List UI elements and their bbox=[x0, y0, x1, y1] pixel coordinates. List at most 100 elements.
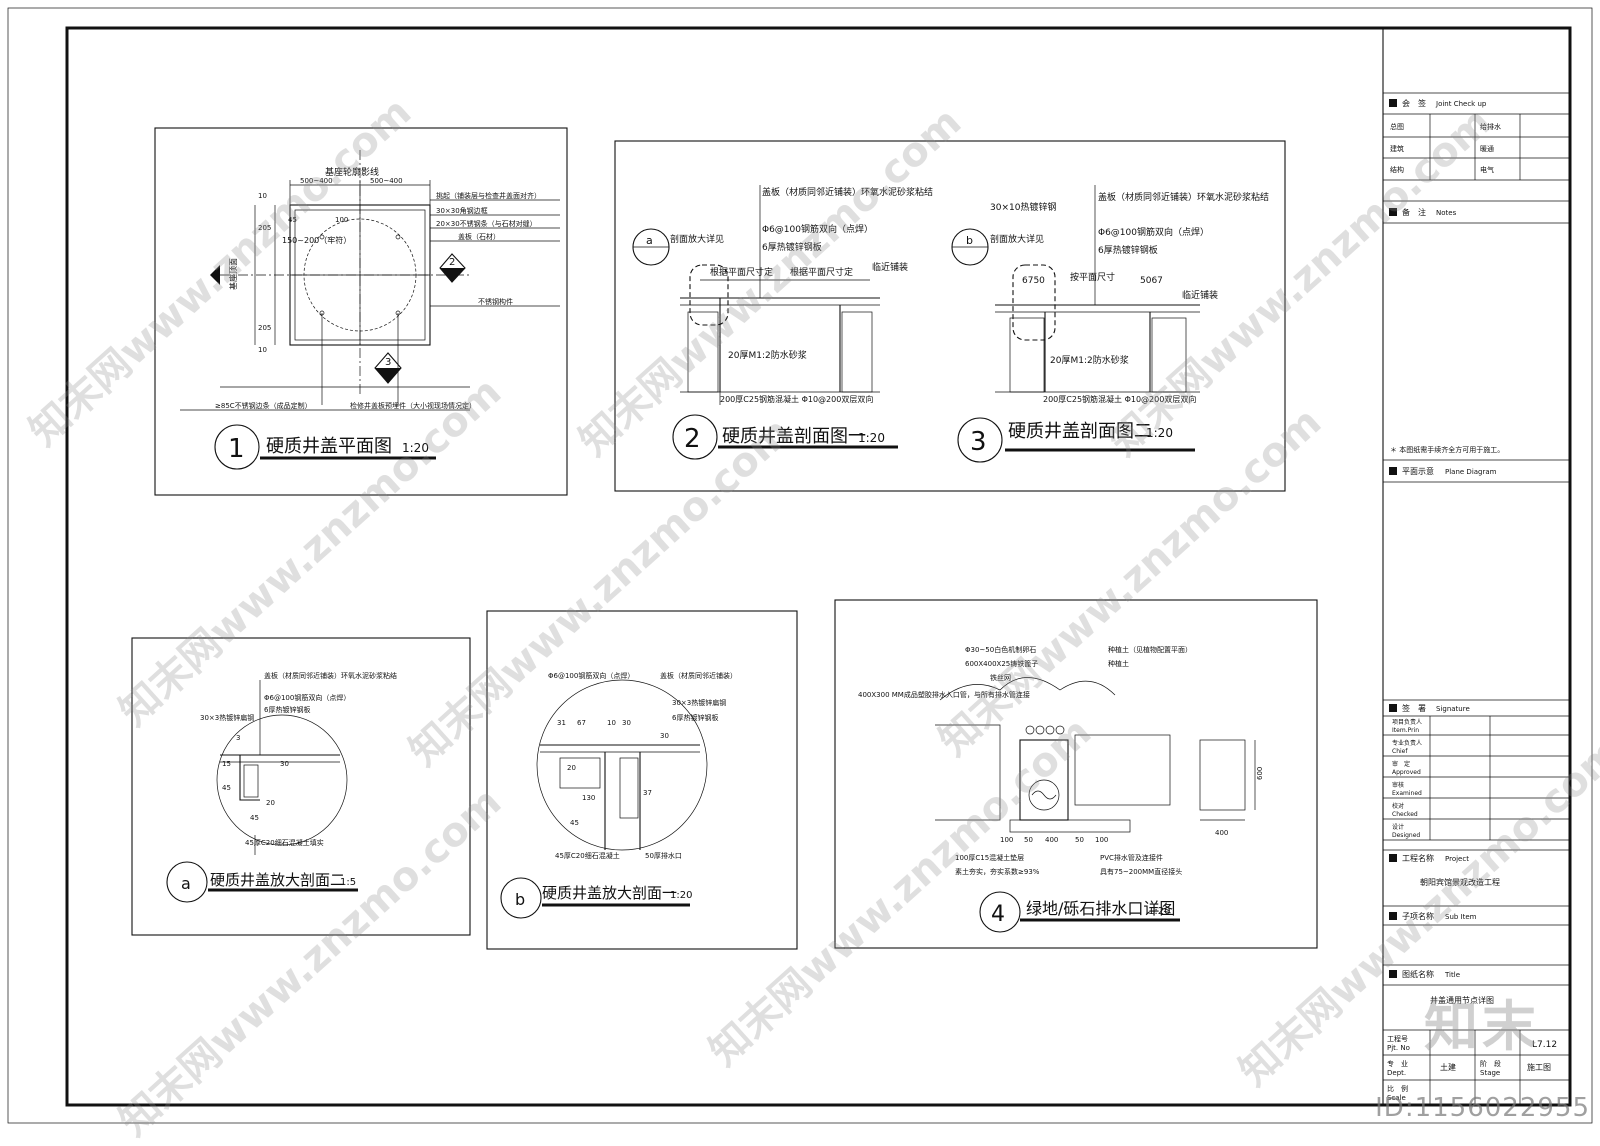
db-dim: 67 bbox=[577, 719, 586, 727]
d1-marker-2: 2 bbox=[449, 257, 455, 268]
project-en: Project bbox=[1445, 855, 1469, 863]
titleblock-grid bbox=[1383, 92, 1570, 1105]
d2-label: Φ6@100钢筋双向（点焊） bbox=[762, 223, 873, 235]
brand-logo: 知末 bbox=[1424, 995, 1540, 1058]
d3-label: 20厚M1:2防水砂浆 bbox=[1050, 354, 1129, 366]
joint-row-cell: 给排水 bbox=[1480, 122, 1501, 131]
db-dim: 130 bbox=[582, 794, 595, 802]
sign-role-en: Approved bbox=[1392, 769, 1421, 776]
db-dim: 30 bbox=[622, 719, 631, 727]
d4-dim: 100 bbox=[1000, 836, 1013, 844]
d4-label: 400X300 MM成品塑胶排水入口管，与所有排水管连接 bbox=[858, 690, 1030, 699]
signature-en: Signature bbox=[1436, 705, 1470, 713]
inner-border bbox=[65, 26, 1572, 1107]
da-dim: 45 bbox=[222, 784, 231, 792]
d4-dim: 50 bbox=[1075, 836, 1084, 844]
d4-label: 具有75~200MM直径接头 bbox=[1100, 867, 1182, 876]
d4-label: 种植土 bbox=[1108, 659, 1129, 668]
d4-label: Φ30~50白色机制卵石 bbox=[965, 645, 1036, 654]
drawing-name: 井盖通用节点详图 bbox=[1430, 995, 1494, 1005]
d1-label: 检修井盖板预埋件（大小视现场情况定） bbox=[350, 401, 476, 410]
d1-dim: 10 bbox=[258, 192, 267, 200]
sign-role-cn: 专业负责人 bbox=[1392, 739, 1422, 747]
joint-row-cell: 结构 bbox=[1390, 165, 1404, 174]
d4-label: 素土夯实，夯实系数≥93% bbox=[955, 867, 1040, 876]
da-title: 硬质井盖放大剖面二 bbox=[210, 871, 345, 889]
sign-role-cn: 项目负责人 bbox=[1392, 718, 1422, 726]
drawing-3-section bbox=[951, 185, 1200, 463]
db-label: 30×3热镀锌扁钢 bbox=[672, 698, 726, 707]
project-no-en: Pjt. No bbox=[1387, 1044, 1410, 1052]
da-label: 盖板（材质同邻近铺装）环氧水泥砂浆粘结 bbox=[264, 671, 397, 680]
outer-border bbox=[7, 7, 1593, 1124]
d4-label: PVC排水管及连接件 bbox=[1100, 853, 1163, 862]
d3-tag: b bbox=[966, 234, 973, 247]
notes-cn: 备 注 bbox=[1402, 207, 1426, 217]
d2-label: 200厚C25钢筋混凝土 Φ10@200双层双向 bbox=[720, 394, 873, 404]
db-label: Φ6@100钢筋双向（点焊） bbox=[548, 671, 634, 680]
da-dim: 45 bbox=[250, 814, 259, 822]
d1-label: 30×30角钢边框 bbox=[436, 206, 488, 215]
sign-role-en: Item.Prin bbox=[1392, 727, 1419, 734]
d2-label: 剖面放大详见 bbox=[670, 233, 724, 245]
db-label: 盖板（材质同邻近铺装） bbox=[660, 671, 737, 680]
d3-label: 盖板（材质同邻近铺装）环氧水泥砂浆粘结 bbox=[1098, 191, 1269, 203]
d3-label: 临近铺装 bbox=[1182, 289, 1218, 301]
joint-row-cell: 建筑 bbox=[1390, 144, 1404, 153]
db-title: 硬质井盖放大剖面一 bbox=[542, 884, 677, 902]
image-id: ID:1156022955 bbox=[1375, 1093, 1590, 1123]
joint-row-cell: 暖通 bbox=[1480, 144, 1494, 153]
d1-label: 不锈钢构件 bbox=[478, 297, 513, 306]
d4-dim: 600 bbox=[1256, 767, 1264, 780]
joint-row-cell: 电气 bbox=[1480, 165, 1494, 174]
d1-title: 硬质井盖平面图 bbox=[266, 436, 392, 457]
d3-scale: 1:20 bbox=[1146, 426, 1173, 440]
stage-en: Stage bbox=[1480, 1069, 1500, 1077]
d2-title: 硬质井盖剖面图一 bbox=[722, 426, 866, 447]
d1-label: 500~400 bbox=[370, 177, 403, 185]
joint-check-en: Joint Check up bbox=[1435, 100, 1487, 108]
plane-diagram-cn: 平面示意 bbox=[1402, 466, 1434, 476]
joint-row-cell: 总图 bbox=[1390, 122, 1404, 131]
da-dim: 15 bbox=[222, 760, 231, 768]
sign-role-en: Designed bbox=[1392, 832, 1420, 839]
da-label: 6厚热镀锌钢板 bbox=[264, 705, 310, 714]
db-dim: 37 bbox=[643, 789, 652, 797]
d1-dim: 100 bbox=[335, 216, 348, 224]
db-dim: 31 bbox=[557, 719, 566, 727]
da-dim: 3 bbox=[236, 734, 240, 742]
sign-role-en: Checked bbox=[1392, 811, 1418, 818]
da-label: 45厚C20细石混凝土填实 bbox=[245, 838, 324, 847]
d3-label: 30×10热镀锌钢 bbox=[990, 201, 1056, 213]
d4-label: 种植土（见植物配置平面） bbox=[1108, 645, 1192, 654]
da-number: a bbox=[181, 874, 191, 893]
dept-value: 土建 bbox=[1440, 1062, 1456, 1072]
d1-dim: 205 bbox=[258, 324, 271, 332]
d1-label: 500~400 bbox=[300, 177, 333, 185]
d2-label: 根据平面尺寸定 bbox=[710, 266, 773, 278]
d2-label: 20厚M1:2防水砂浆 bbox=[728, 349, 807, 361]
drawing-b-detail bbox=[486, 610, 798, 950]
d2-label: 盖板（材质同邻近铺装）环氧水泥砂浆粘结 bbox=[762, 186, 933, 198]
dept-en: Dept. bbox=[1387, 1069, 1406, 1077]
d4-label: 600X400X25铸铁篦子 bbox=[965, 659, 1038, 668]
sign-role-cn: 审核 bbox=[1392, 781, 1404, 789]
scale-cn: 比 例 bbox=[1387, 1084, 1408, 1093]
d3-dim: 6750 bbox=[1022, 276, 1045, 286]
stage-cn: 阶 段 bbox=[1480, 1059, 1501, 1068]
project-no-cn: 工程号 bbox=[1387, 1034, 1408, 1043]
sign-role-en: Chief bbox=[1392, 748, 1408, 755]
d1-number: 1 bbox=[228, 434, 245, 464]
drawing-a-detail bbox=[131, 637, 471, 936]
d3-dim: 5067 bbox=[1140, 276, 1163, 286]
plane-diagram-en: Plane Diagram bbox=[1445, 468, 1497, 476]
d1-label: 150~200（牢符） bbox=[282, 235, 351, 245]
project-name: 朝阳宾馆景观改造工程 bbox=[1420, 877, 1500, 887]
d1-label: 盖板（石材） bbox=[458, 232, 500, 241]
d1-label: 挑起（铺装层与检查井盖面对齐） bbox=[436, 191, 541, 200]
d3-label: 按平面尺寸 bbox=[1070, 271, 1115, 283]
db-label: 6厚热镀锌钢板 bbox=[672, 713, 718, 722]
joint-check-cn: 会 签 bbox=[1402, 98, 1426, 108]
d2-label: 根据平面尺寸定 bbox=[790, 266, 853, 278]
